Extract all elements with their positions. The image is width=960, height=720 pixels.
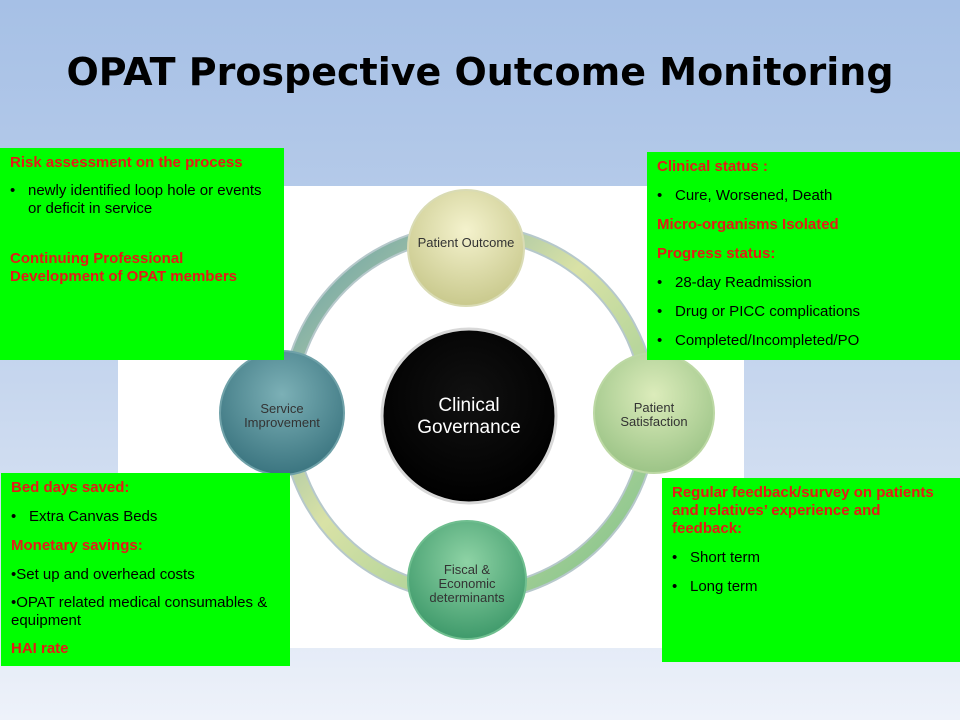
bed-days-bullet: Extra Canvas Beds (11, 508, 280, 526)
monetary-savings-heading: Monetary savings: (11, 537, 143, 554)
monetary-item-consumables: •OPAT related medical consumables & equi… (11, 594, 268, 629)
progress-bullet-readmission: 28-day Readmission (657, 274, 950, 292)
node-circle-bottom (407, 520, 527, 640)
monetary-item-setup: •Set up and overhead costs (11, 566, 195, 583)
node-circle-top (407, 189, 525, 307)
center-label-clinical-governance: Clinical Governance (417, 395, 521, 438)
node-label-patient-outcome: Patient Outcome (417, 235, 515, 250)
risk-assessment-heading: Risk assessment on the process (10, 154, 243, 171)
progress-bullet-completion: Completed/Incompleted/PO (657, 332, 950, 350)
clinical-status-heading: Clinical status : (657, 158, 768, 175)
node-label-fiscal-economic: Fiscal & Economic determinants (429, 562, 505, 605)
feedback-bullet-long-term: Long term (672, 578, 950, 596)
center-circle (380, 327, 558, 505)
progress-status-heading: Progress status: (657, 245, 776, 262)
node-label-service-improvement: Service Improvement (244, 401, 320, 430)
cpd-heading: Continuing Professional Development of O… (10, 250, 237, 285)
progress-bullet-complications: Drug or PICC complications (657, 303, 950, 321)
node-label-patient-satisfaction: Patient Satisfaction (620, 400, 688, 429)
clinical-status-box: Clinical status : Cure, Worsened, Death … (647, 152, 960, 360)
bed-days-heading: Bed days saved: (11, 479, 130, 496)
risk-assessment-box: Risk assessment on the process newly ide… (0, 148, 284, 360)
micro-organisms-heading: Micro-organisms Isolated (657, 216, 839, 233)
feedback-bullet-short-term: Short term (672, 549, 950, 567)
bed-days-box: Bed days saved: Extra Canvas Beds Moneta… (1, 473, 290, 666)
clinical-status-bullet: Cure, Worsened, Death (657, 187, 950, 205)
page-title: OPAT Prospective Outcome Monitoring (66, 50, 894, 94)
hai-rate-heading: HAI rate (11, 640, 69, 657)
feedback-box: Regular feedback/survey on patients and … (662, 478, 960, 662)
risk-assessment-bullet: newly identified loop hole or events or … (10, 182, 274, 218)
feedback-heading: Regular feedback/survey on patients and … (672, 484, 934, 537)
